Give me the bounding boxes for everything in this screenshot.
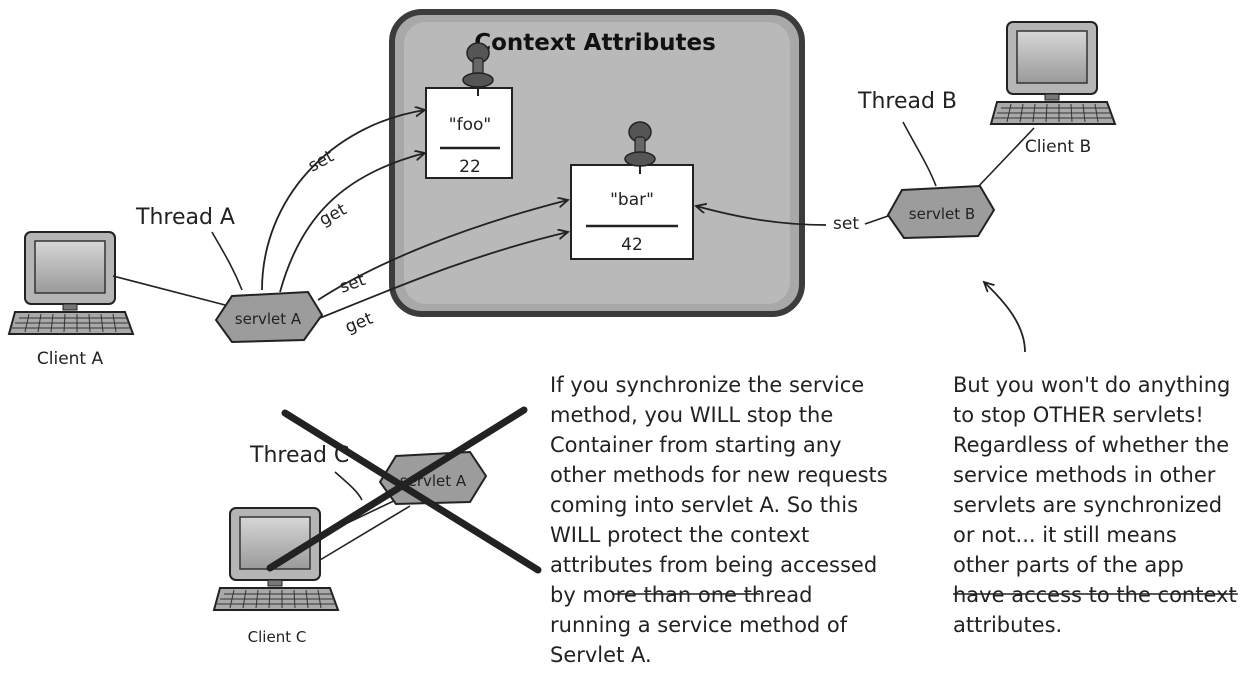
note-left-line: Servlet A. [550, 643, 652, 667]
servlet-a-node: servlet A [214, 290, 324, 344]
note-right-line: Regardless of whether the [953, 433, 1229, 457]
client-a-label: Client A [37, 349, 104, 369]
thread-a-label: Thread A [135, 205, 235, 230]
servlet-b-label: servlet B [909, 205, 975, 223]
attribute-value-bar: 42 [621, 235, 643, 255]
note-left-line: by more than one thread [550, 583, 813, 607]
get-label: get [342, 309, 376, 338]
client-a-wire [112, 275, 226, 306]
note-left-line: attributes from being accessed [550, 553, 877, 577]
client-a-computer-icon [8, 231, 134, 335]
attribute-card-foo: "foo" 22 [425, 87, 513, 179]
note-left-line: running a service method of [550, 613, 848, 637]
get-arrow-bar [319, 232, 568, 319]
get-arrow-foo [279, 153, 425, 293]
note-right-line: service methods in other [953, 463, 1216, 487]
note-right-line: or not... it still means [953, 523, 1177, 547]
thread-b-label: Thread B [857, 89, 957, 114]
attribute-value-foo: 22 [459, 157, 481, 177]
note-left-line: Container from starting any [550, 433, 842, 457]
client-c-label: Client C [248, 628, 307, 646]
note-right-line: other parts of the app [953, 553, 1184, 577]
thread-c-pointer [334, 471, 363, 501]
client-c-computer-icon [213, 507, 339, 611]
note-left-line: other methods for new requests [550, 463, 888, 487]
client-b-label: Client B [1025, 137, 1091, 157]
note-other-servlets: But you won't do anything to stop OTHER … [953, 373, 1238, 637]
set-arrow-bar-b [696, 206, 827, 226]
set-b-wire [864, 215, 889, 225]
note-left-line: coming into servlet A. So this [550, 493, 858, 517]
thread-b-pointer [902, 121, 937, 187]
attribute-card-bar: "bar" 42 [570, 164, 694, 260]
note-left-line: If you synchronize the service [550, 373, 864, 397]
thread-c-label: Thread C [249, 443, 349, 468]
set-label: set [305, 146, 338, 176]
set-arrow-bar [317, 200, 568, 301]
client-b-computer-icon [990, 21, 1116, 125]
note-right-line: to stop OTHER servlets! [953, 403, 1204, 427]
client-c-wire [319, 505, 411, 561]
thread-a-pointer [211, 231, 243, 291]
client-b-wire [974, 127, 1035, 191]
attribute-name-foo: "foo" [449, 115, 491, 135]
pushpin-icon [624, 121, 656, 174]
servlet-b-node: servlet B [886, 184, 996, 240]
servlet-a-label: servlet A [235, 310, 302, 328]
callout-arrow [984, 282, 1026, 353]
pushpin-icon [462, 42, 494, 96]
set-arrow-foo [261, 110, 425, 291]
note-right-line: have access to the context [953, 583, 1237, 607]
note-left-line: WILL protect the context [550, 523, 809, 547]
get-label: get [316, 199, 350, 230]
context-attributes-title: Context Attributes [474, 30, 716, 56]
note-right-line: attributes. [953, 613, 1062, 637]
attribute-name-bar: "bar" [610, 190, 654, 210]
note-left-line: method, you WILL stop the [550, 403, 833, 427]
note-synchronize-service: If you synchronize the service method, y… [550, 373, 888, 667]
note-right-line: But you won't do anything [953, 373, 1230, 397]
cross-out-x-icon [266, 406, 542, 574]
set-label: set [833, 214, 859, 234]
note-right-line: servlets are synchronized [953, 493, 1222, 517]
